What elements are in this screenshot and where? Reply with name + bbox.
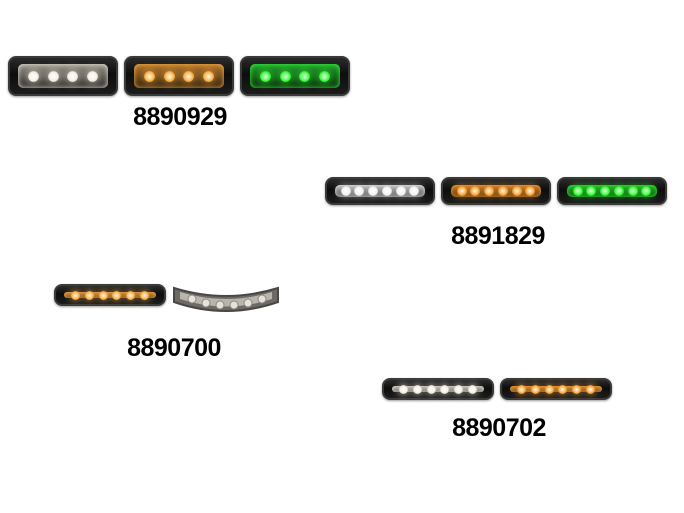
light-white <box>8 56 118 96</box>
led-white <box>412 384 422 394</box>
led-green <box>641 186 652 196</box>
led-white <box>440 384 450 394</box>
light-row <box>8 56 350 96</box>
light-lens <box>510 386 602 392</box>
model-number: 8890700 <box>127 334 221 362</box>
led-amber <box>544 384 554 394</box>
led-amber <box>98 290 108 300</box>
led-amber <box>456 186 467 196</box>
model-number: 8891829 <box>451 222 545 250</box>
led-white <box>468 384 478 394</box>
led-amber <box>511 186 522 196</box>
light-amber <box>500 378 612 400</box>
led-white <box>86 70 98 82</box>
led-amber <box>586 384 596 394</box>
light-amber <box>441 177 551 205</box>
led-amber <box>470 186 481 196</box>
led-amber <box>497 186 508 196</box>
led-amber <box>572 384 582 394</box>
led-green <box>586 186 597 196</box>
led-white <box>354 186 365 196</box>
led-white <box>395 186 406 196</box>
led-amber <box>202 70 214 82</box>
light-white <box>382 378 494 400</box>
light-white <box>325 177 435 205</box>
led-amber <box>530 384 540 394</box>
led-amber <box>183 70 195 82</box>
light-green <box>240 56 350 96</box>
model-number: 8890929 <box>133 103 227 131</box>
led-white <box>47 70 59 82</box>
led-green <box>600 186 611 196</box>
light-lens <box>392 386 484 392</box>
curved-clear-light <box>173 286 279 312</box>
led-white <box>409 186 420 196</box>
led-amber <box>84 290 94 300</box>
led-green <box>279 70 291 82</box>
light-green <box>557 177 667 205</box>
led-amber <box>144 70 156 82</box>
led-white <box>67 70 79 82</box>
light-row <box>382 378 612 400</box>
led-white <box>454 384 464 394</box>
led-amber <box>163 70 175 82</box>
led-white <box>28 70 40 82</box>
led-amber <box>126 290 136 300</box>
model-number: 8890702 <box>452 414 546 442</box>
led-amber <box>516 384 526 394</box>
led-amber <box>558 384 568 394</box>
led-green <box>260 70 272 82</box>
light-amber <box>124 56 234 96</box>
led-white <box>398 384 408 394</box>
led-green <box>613 186 624 196</box>
led-green <box>627 186 638 196</box>
led-amber <box>112 290 122 300</box>
led-white <box>340 186 351 196</box>
led-white <box>368 186 379 196</box>
light-row <box>325 177 667 205</box>
led-amber <box>70 290 80 300</box>
led-green <box>572 186 583 196</box>
led-white <box>426 384 436 394</box>
led-amber <box>525 186 536 196</box>
led-green <box>299 70 311 82</box>
led-amber <box>484 186 495 196</box>
led-amber <box>140 290 150 300</box>
led-white <box>381 186 392 196</box>
light-row <box>54 284 166 306</box>
led-green <box>318 70 330 82</box>
light-lens <box>64 292 156 298</box>
light-amber <box>54 284 166 306</box>
